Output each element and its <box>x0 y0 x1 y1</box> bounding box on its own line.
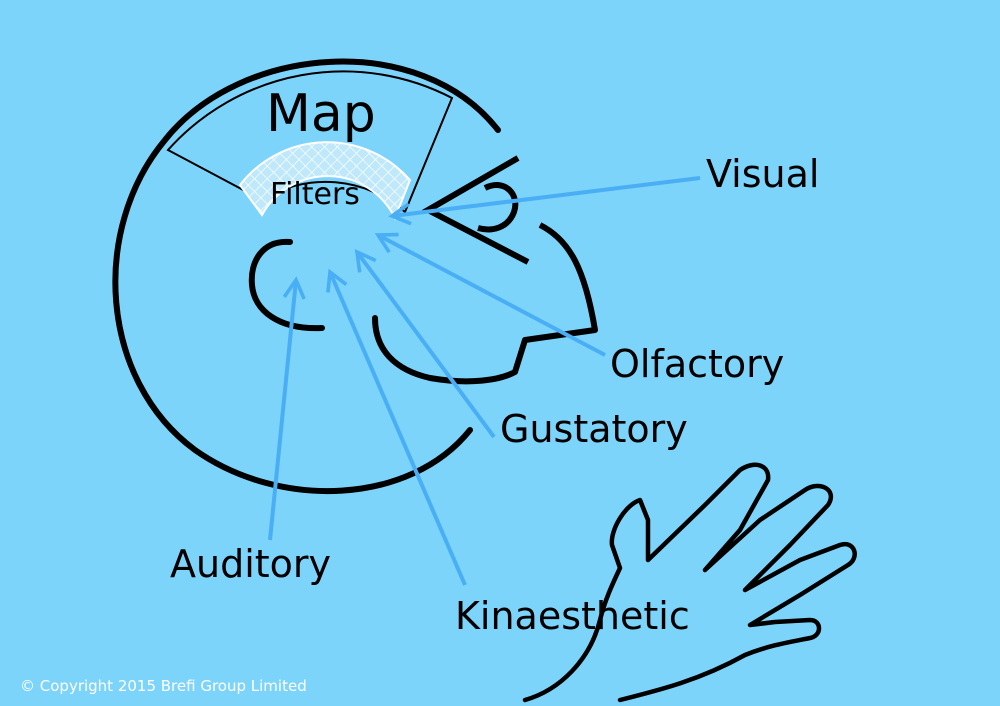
gustatory-label: Gustatory <box>500 407 688 451</box>
head-outline <box>112 58 501 494</box>
auditory-label: Auditory <box>170 542 332 586</box>
map-sector <box>166 70 454 214</box>
filters-label: Filters <box>270 177 360 212</box>
map-label: Map <box>266 84 376 144</box>
gustatory-arrow <box>354 249 496 439</box>
kinaesthetic-arrow <box>326 268 467 586</box>
eyeball-outline <box>477 182 519 233</box>
kinaesthetic-label: Kinaesthetic <box>455 594 690 638</box>
ear-outline <box>248 238 325 332</box>
visual-label: Visual <box>706 152 820 196</box>
visual-arrow <box>388 176 701 226</box>
nose-outline <box>512 222 598 373</box>
hand-outline <box>522 462 857 703</box>
olfactory-label: Olfactory <box>610 342 785 386</box>
copyright-notice: © Copyright 2015 Brefi Group Limited <box>20 677 307 695</box>
olfactory-arrow <box>374 232 606 357</box>
auditory-arrow <box>268 276 306 541</box>
mouth-outline <box>372 315 518 385</box>
